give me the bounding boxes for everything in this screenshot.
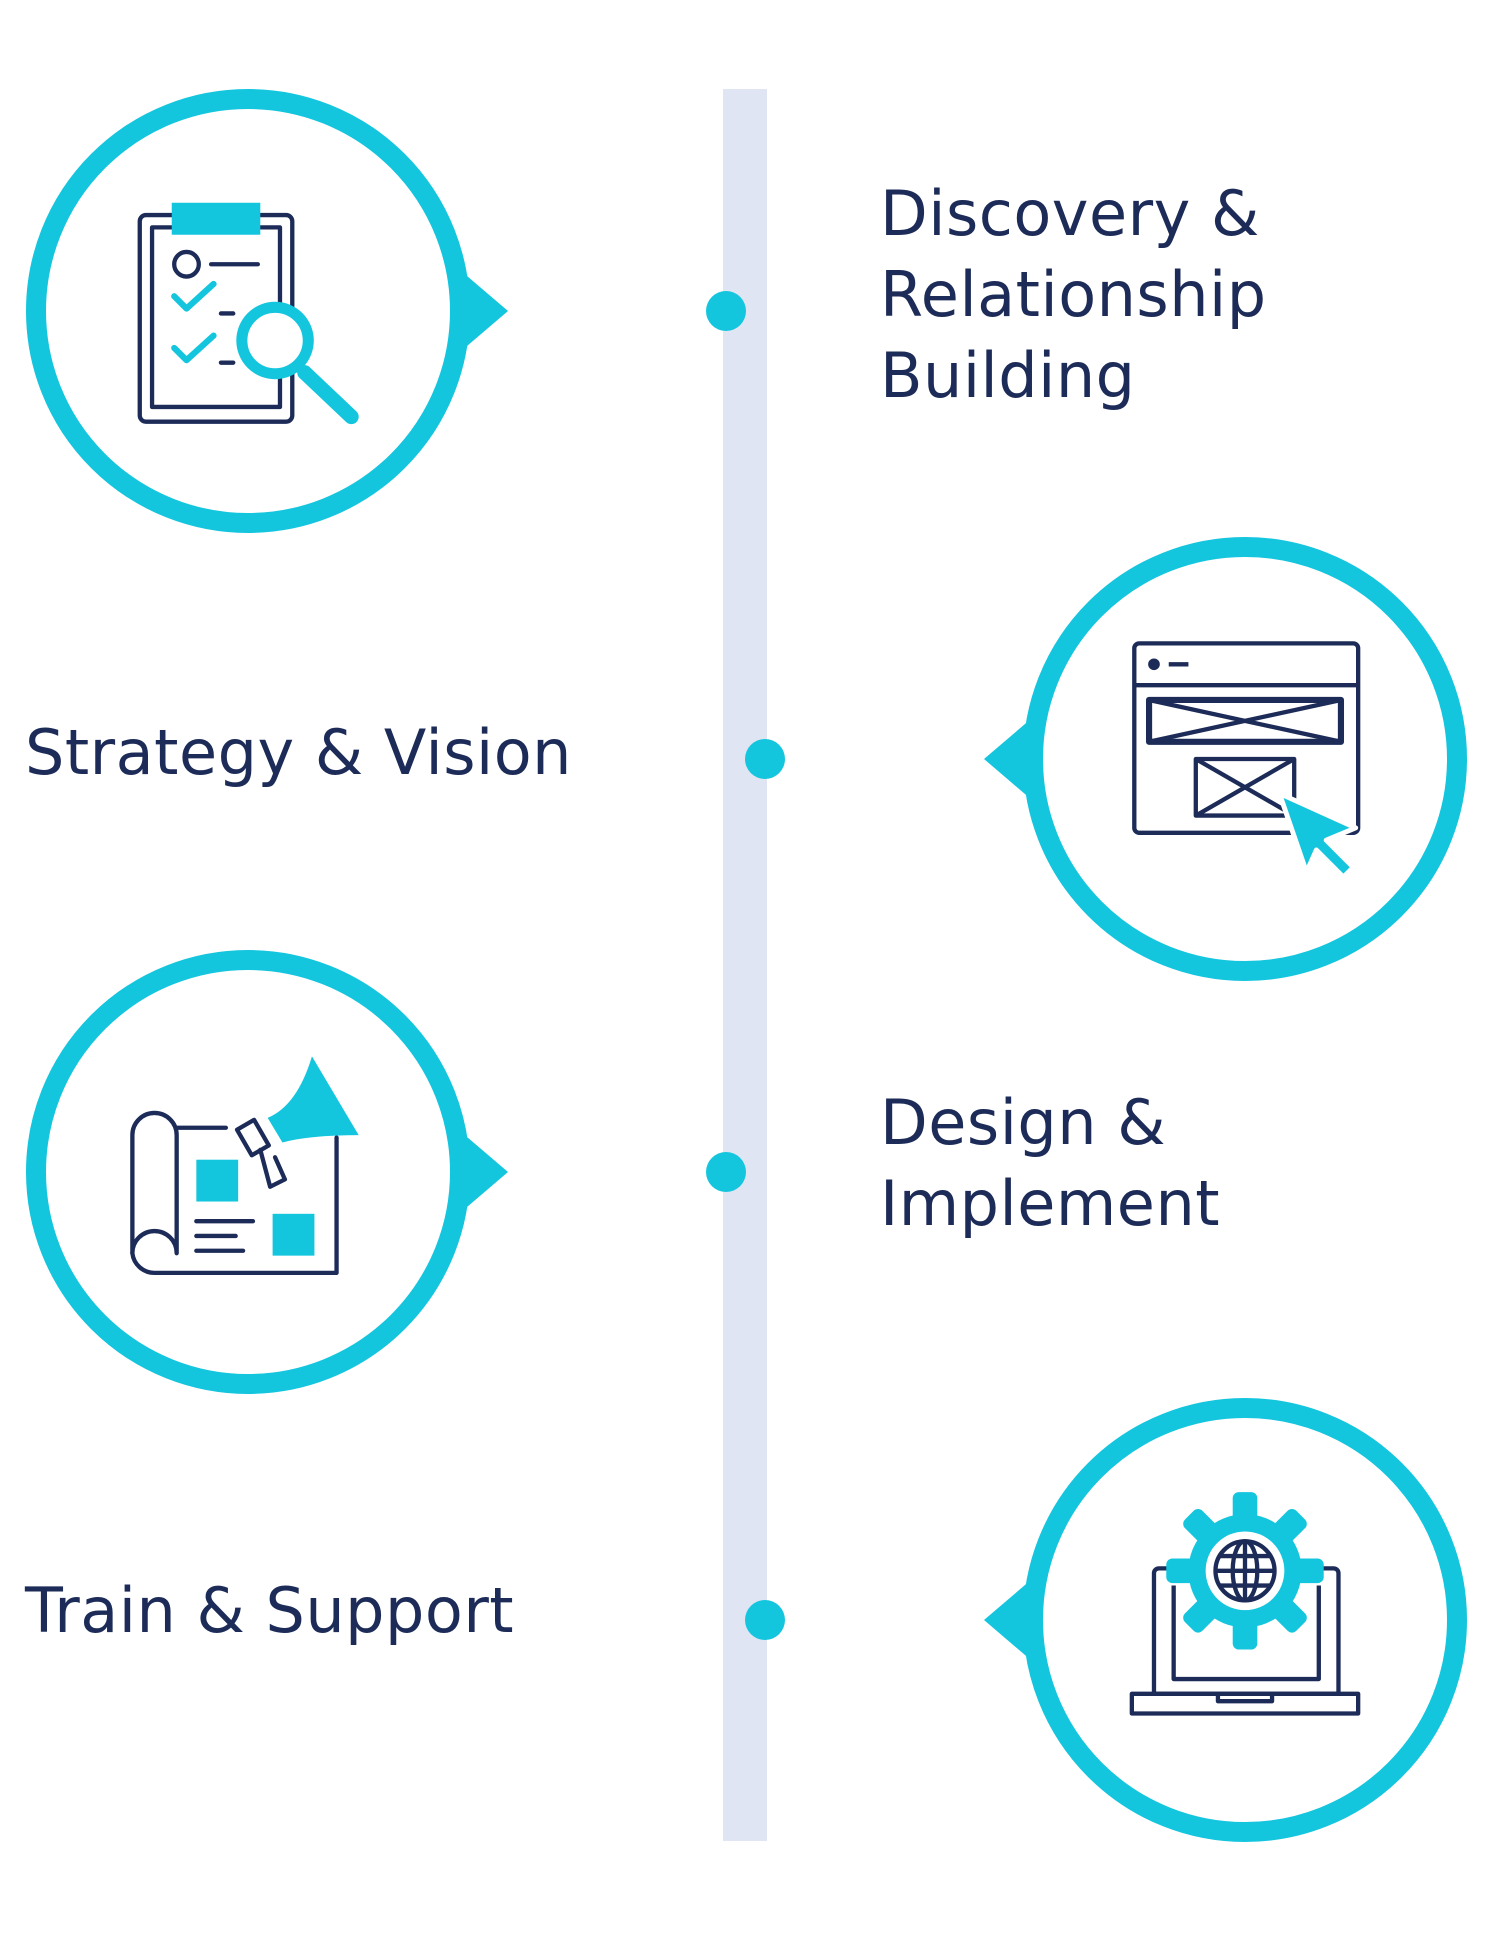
timeline-dot-2 bbox=[745, 739, 785, 779]
step-title-train: Train & Support bbox=[25, 1570, 514, 1651]
timeline-dot-1 bbox=[706, 291, 746, 331]
step-bubble-2 bbox=[984, 537, 1467, 981]
title-line: Strategy & Vision bbox=[25, 716, 572, 789]
step-bubble-4 bbox=[984, 1398, 1467, 1842]
title-line: Building bbox=[880, 339, 1136, 412]
title-line: Train & Support bbox=[25, 1574, 515, 1647]
step-title-design: Design & Implement bbox=[880, 1082, 1220, 1244]
timeline-dot-4 bbox=[745, 1600, 785, 1640]
website-wireframe-cursor-icon bbox=[1132, 641, 1361, 880]
title-line: Design & bbox=[880, 1086, 1167, 1159]
clipboard-magnifier-icon bbox=[137, 202, 359, 425]
title-line: Discovery & bbox=[880, 177, 1260, 250]
step-title-discovery: Discovery & Relationship Building bbox=[880, 173, 1267, 416]
step-bubble-1 bbox=[26, 89, 508, 533]
title-line: Relationship bbox=[880, 258, 1267, 331]
blueprint-megaphone-icon bbox=[130, 1056, 359, 1276]
title-line: Implement bbox=[880, 1167, 1221, 1240]
step-title-strategy: Strategy & Vision bbox=[25, 712, 572, 793]
timeline-dot-3 bbox=[706, 1152, 746, 1192]
step-bubble-3 bbox=[26, 950, 508, 1394]
laptop-gear-globe-icon bbox=[1129, 1492, 1361, 1716]
timeline-bar bbox=[723, 89, 767, 1841]
